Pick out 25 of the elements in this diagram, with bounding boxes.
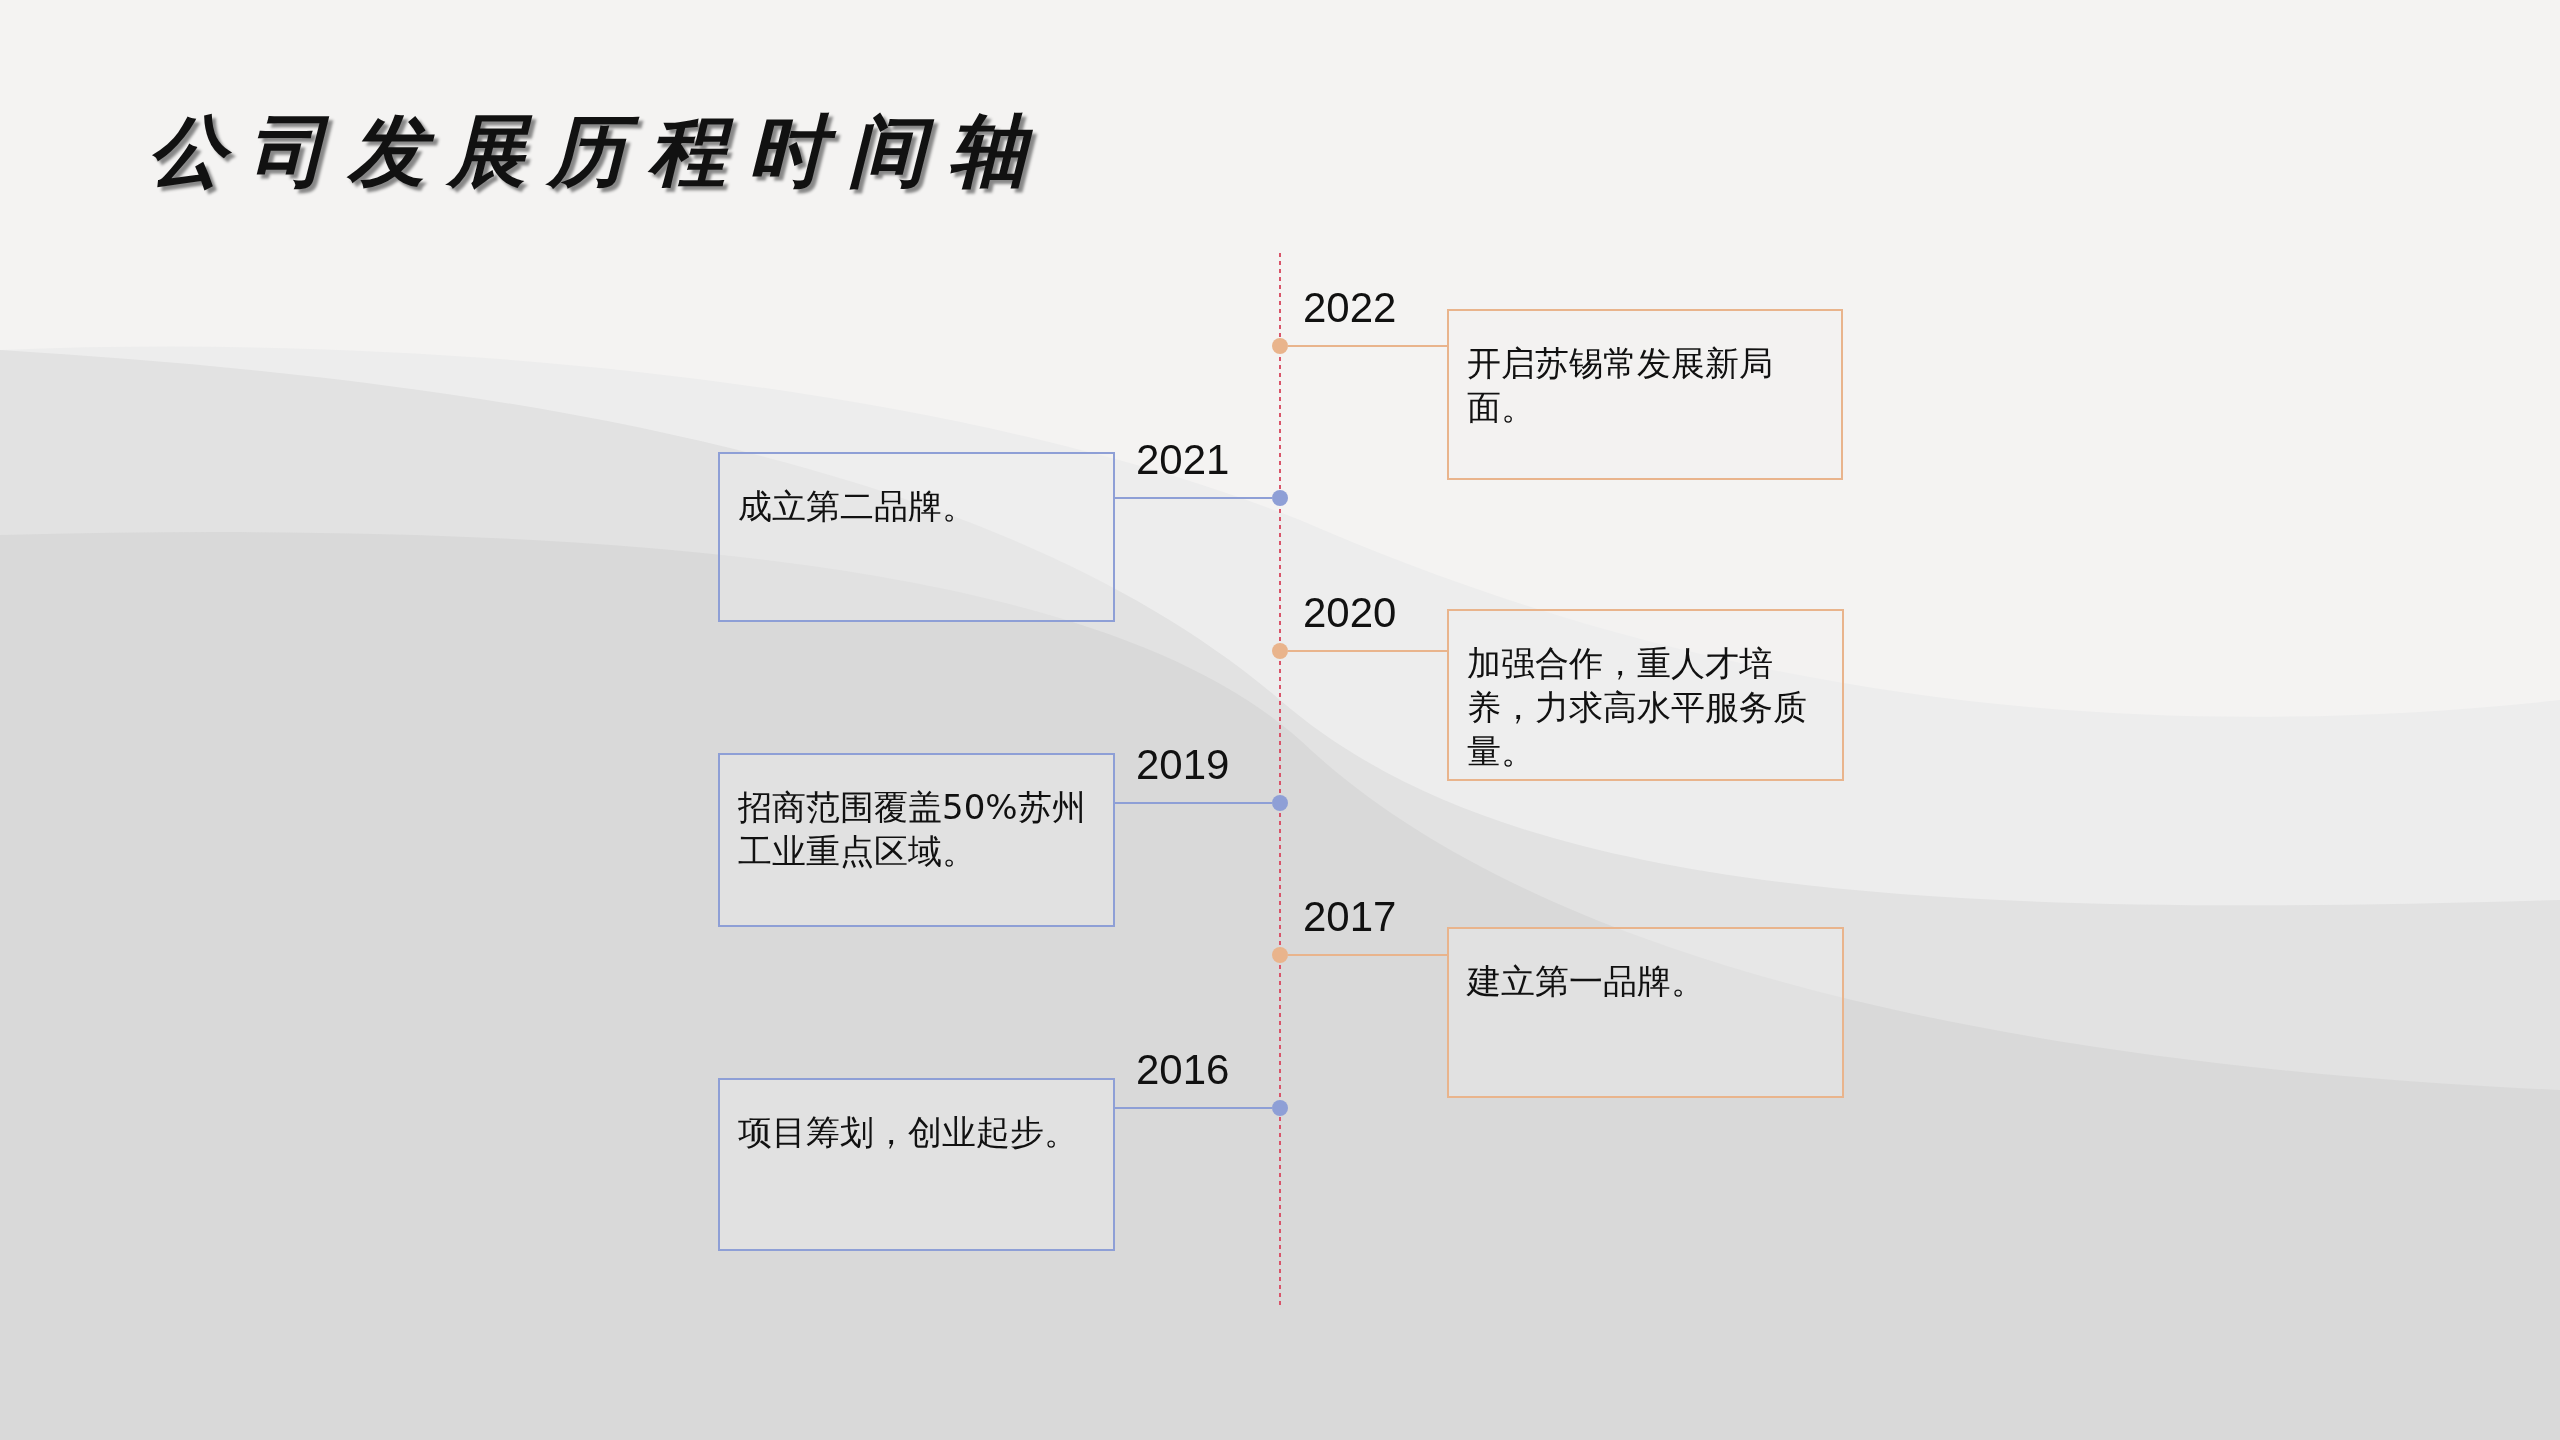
event-card	[1447, 609, 1844, 781]
event-card	[1447, 927, 1844, 1098]
event-description: 开启苏锡常发展新局面。	[1467, 342, 1774, 430]
event-description: 招商范围覆盖50%苏州工业重点区域。	[738, 786, 1087, 874]
connector-line	[1114, 1107, 1273, 1109]
title: 公司发展历程时间轴	[148, 104, 1048, 198]
year-label: 2019	[1136, 741, 1230, 789]
year-label: 2021	[1136, 436, 1230, 484]
connector-line	[1287, 954, 1448, 956]
connector-line	[1114, 802, 1273, 804]
event-description: 成立第二品牌。	[738, 485, 977, 528]
event-description: 项目筹划，创业起步。	[738, 1111, 1079, 1154]
connector-line	[1287, 650, 1448, 652]
year-label: 2020	[1303, 589, 1397, 637]
event-description: 建立第一品牌。	[1467, 960, 1706, 1003]
event-card	[718, 753, 1115, 927]
year-label: 2017	[1303, 893, 1397, 941]
year-label: 2022	[1303, 284, 1397, 332]
event-card	[718, 1078, 1115, 1251]
event-description: 加强合作，重人才培养，力求高水平服务质量。	[1467, 642, 1808, 774]
event-card	[718, 452, 1115, 622]
event-card	[1447, 309, 1843, 480]
year-label: 2016	[1136, 1046, 1230, 1094]
connector-line	[1114, 497, 1273, 499]
connector-line	[1287, 345, 1448, 347]
